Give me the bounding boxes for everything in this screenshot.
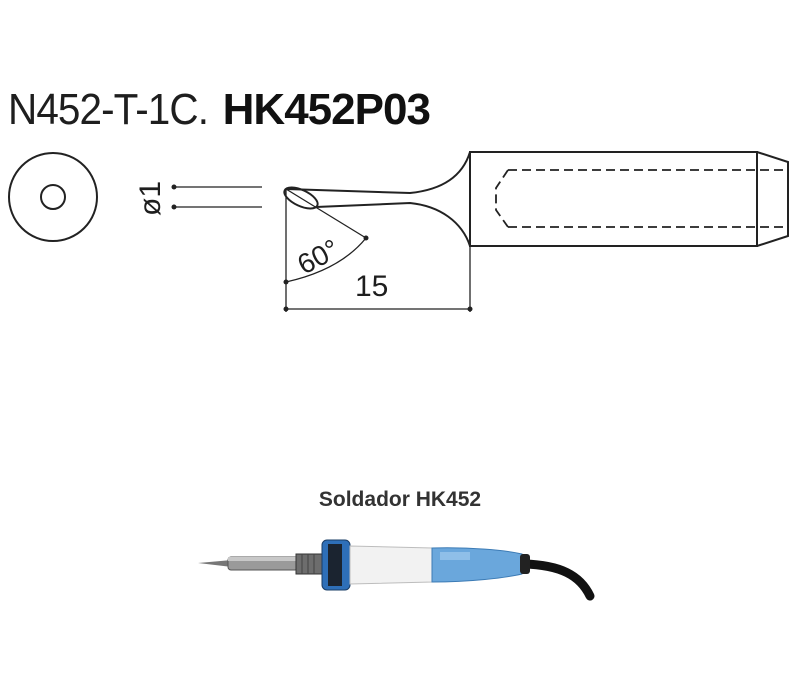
model-label: N452-T-1C.	[8, 85, 209, 134]
tip-end-view	[8, 152, 98, 242]
length-label: 15	[355, 270, 388, 303]
diameter-label: ø1	[134, 181, 167, 216]
page-title: N452-T-1C. HK452P03	[8, 80, 431, 140]
angle-dimension: 60°	[283, 188, 369, 285]
soldering-iron-image	[198, 539, 595, 601]
length-dimension: 15	[283, 246, 473, 312]
diameter-dimension: ø1	[134, 181, 262, 216]
angle-label: 60°	[292, 233, 344, 280]
product-code: HK452P03	[222, 85, 431, 134]
tip-side-view	[283, 151, 789, 247]
product-caption: Soldador HK452	[318, 488, 482, 511]
